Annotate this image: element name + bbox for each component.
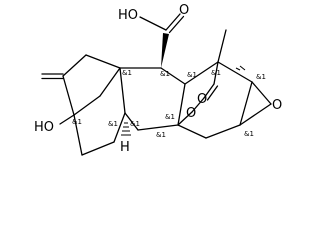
methyl-bond — [217, 29, 227, 63]
epoxide-bond — [239, 103, 272, 126]
molecule-drawing: HO O O O O HO H &1 &1 &1 &1 &1 &1 &1 &1 … — [34, 3, 282, 156]
acid-co-bond-2 — [168, 15, 185, 34]
stereo-descriptor: &1 — [72, 118, 82, 126]
epoxide-bond — [251, 81, 272, 105]
atom-labels: HO O O O O HO H — [34, 3, 282, 155]
bond — [62, 75, 75, 116]
lactone-bond — [213, 61, 219, 85]
bond — [217, 61, 253, 83]
bond — [113, 112, 126, 143]
bond — [119, 67, 126, 114]
lactone-o-ring-label: O — [186, 106, 196, 121]
bond — [160, 67, 186, 85]
bond — [184, 61, 219, 85]
bridge-bond — [73, 95, 101, 116]
hydroxyl-bond — [59, 114, 75, 125]
stereo-descriptor: &1 — [187, 71, 197, 79]
stereo-descriptor: &1 — [256, 73, 266, 81]
bond — [177, 83, 186, 126]
acid-c-bond — [139, 16, 167, 31]
bond-layer — [41, 13, 272, 156]
carboxyl-oh-label: HO — [118, 8, 138, 23]
stereo-descriptor: &1 — [244, 130, 254, 138]
bond — [85, 54, 121, 69]
stereo-descriptor: &1 — [130, 120, 140, 128]
epoxide-o-label: O — [272, 98, 282, 113]
stereo-hydrogen-label: H — [120, 140, 130, 155]
stereo-bonds — [121, 33, 246, 136]
lactone-o-upper-label: O — [197, 92, 207, 107]
bond — [81, 141, 115, 156]
bond — [205, 124, 241, 139]
bond — [73, 114, 83, 156]
stereo-descriptor: &1 — [156, 131, 166, 139]
lactone-bond — [177, 111, 193, 126]
bond — [62, 54, 87, 77]
stereo-descriptor: &1 — [108, 120, 118, 128]
lactone-bond-2 — [206, 85, 219, 101]
stereo-descriptor: &1 — [165, 113, 175, 121]
hashed-bond — [235, 65, 246, 71]
bond — [177, 124, 207, 139]
hashed-bond — [121, 122, 131, 136]
stereo-descriptors: &1 &1 &1 &1 &1 &1 &1 &1 &1 &1 &1 — [72, 69, 266, 139]
stereo-descriptor: &1 — [211, 69, 221, 77]
hydroxyl-label: HO — [34, 120, 54, 135]
bridge-bond — [99, 67, 121, 97]
bond — [137, 124, 179, 131]
bond — [124, 112, 139, 131]
carbonyl-o-label: O — [179, 3, 189, 18]
structure-diagram: HO O O O O HO H &1 &1 &1 &1 &1 &1 &1 &1 … — [34, 3, 283, 156]
acid-co-bond — [165, 13, 181, 31]
wedge-bond — [161, 33, 169, 68]
lactone-bond — [203, 83, 215, 99]
stereo-descriptor: &1 — [160, 70, 170, 78]
bond — [239, 81, 253, 126]
lactone-bond — [191, 97, 205, 113]
stereo-descriptor: &1 — [122, 69, 132, 77]
